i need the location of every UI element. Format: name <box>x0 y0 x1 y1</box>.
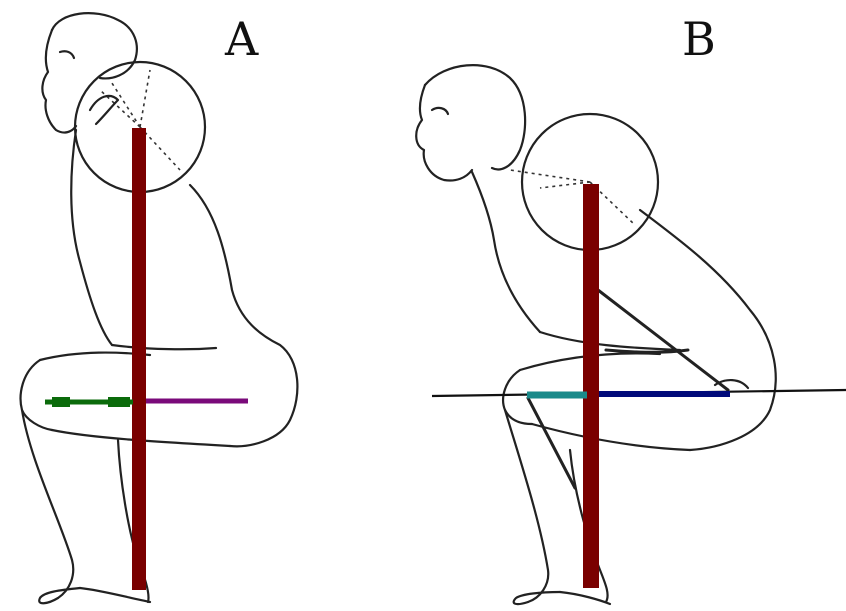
panel-a-label: A <box>224 12 259 66</box>
panel-b-label: B <box>682 12 716 66</box>
panel-b-bar-line <box>583 184 599 588</box>
panel-a-figure-outline <box>21 13 298 603</box>
panel-a-bar-line <box>132 128 146 590</box>
panel-a-front-segment-mid <box>108 397 130 407</box>
panel-b: B <box>416 12 846 604</box>
panel-a-front-segment-end <box>52 397 70 407</box>
panel-a: A <box>21 12 298 603</box>
